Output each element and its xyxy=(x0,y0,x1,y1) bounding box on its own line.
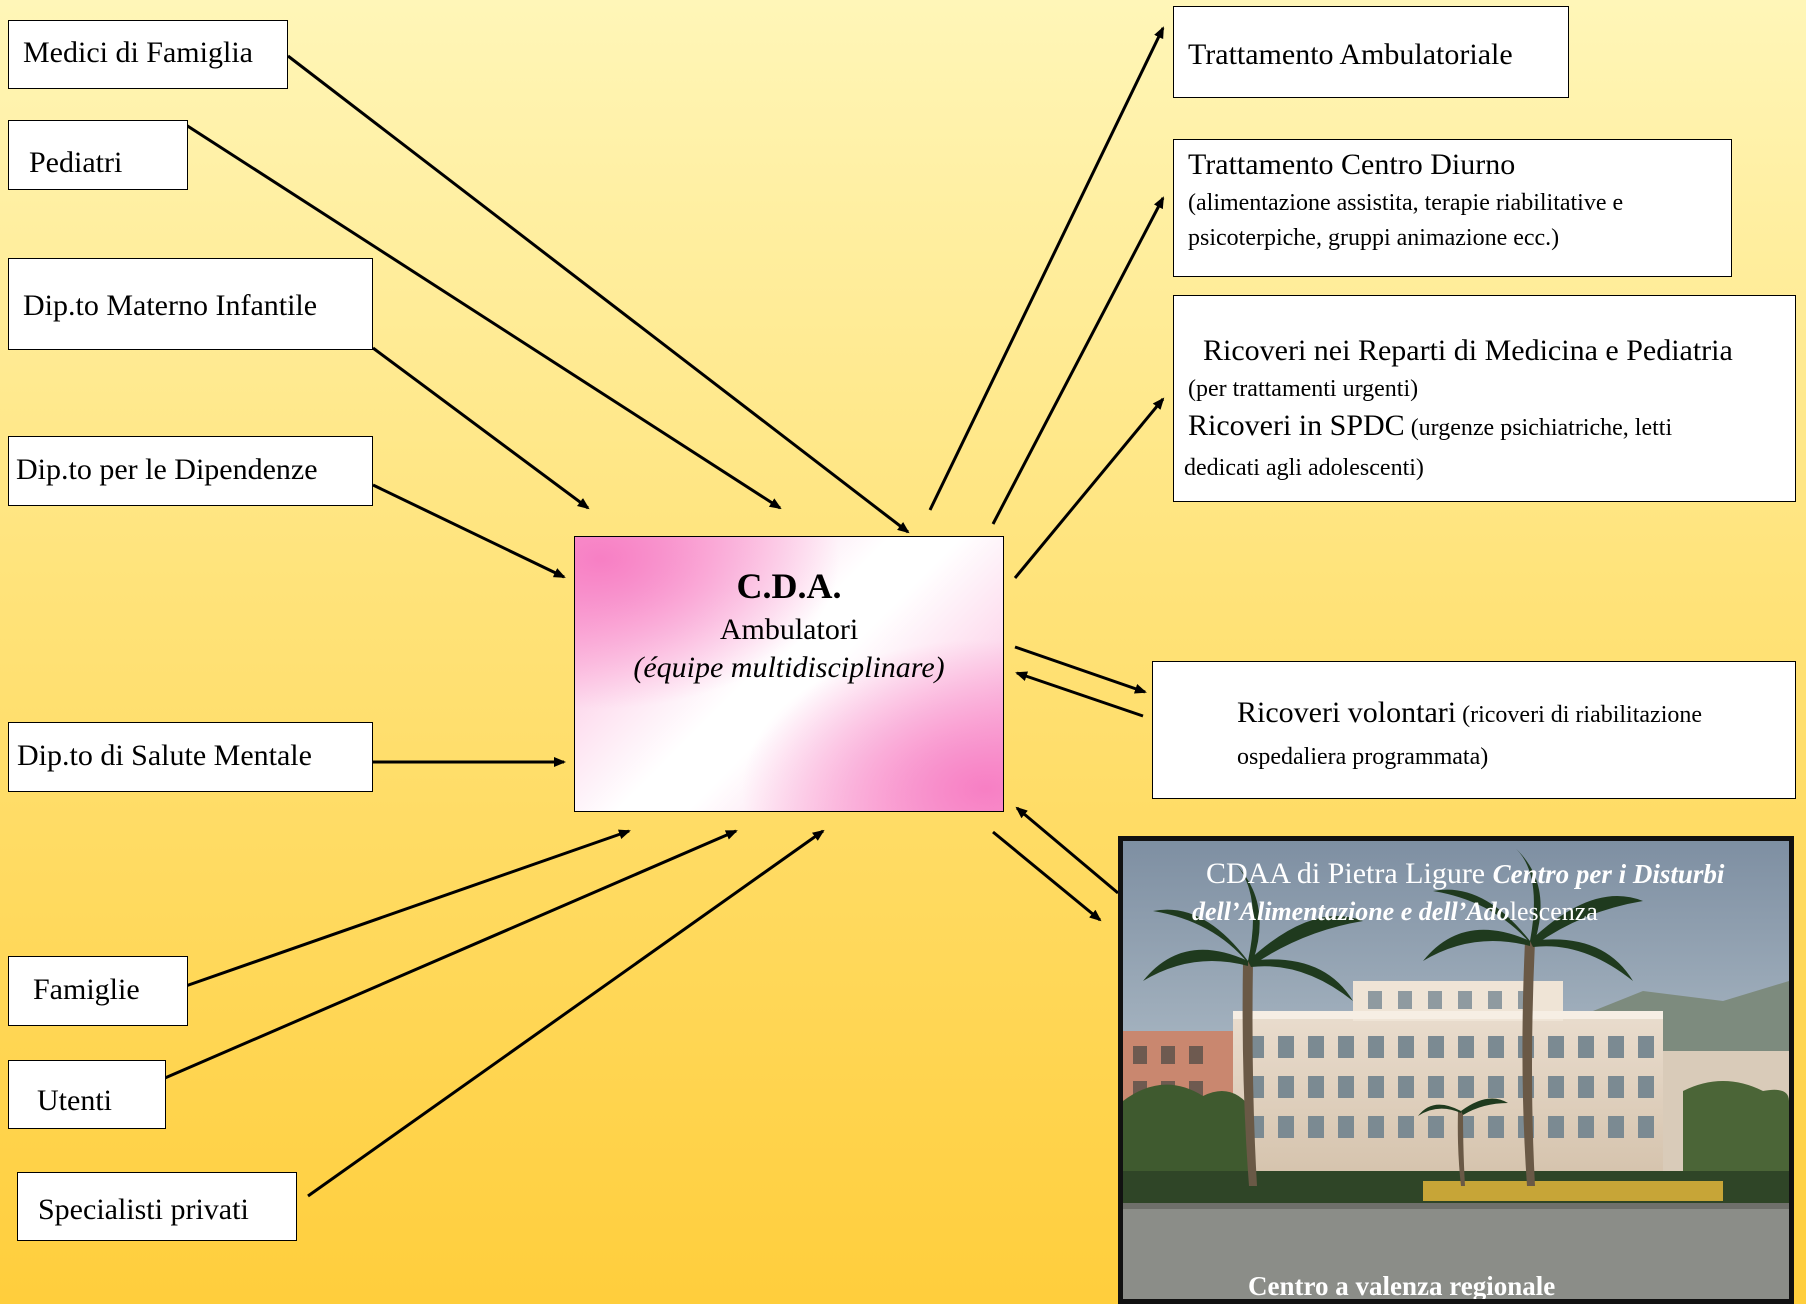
arrow-dipendenze xyxy=(372,483,566,579)
source-pediatri-label: Pediatri xyxy=(29,146,123,179)
cdaa-caption-line2-rest: lescenza xyxy=(1509,897,1598,926)
cda-center-box: C.D.A. Ambulatori (équipe multidisciplin… xyxy=(574,536,1004,812)
source-dipendenze-label: Dip.to per le Dipendenze xyxy=(16,453,318,486)
cdaa-footer: Centro a valenza regionale xyxy=(1248,1271,1556,1301)
source-utenti-label: Utenti xyxy=(37,1084,112,1117)
output-diurno-desc-1: (alimentazione assistita, terapie riabil… xyxy=(1188,190,1624,216)
source-medici-box: Medici di Famiglia xyxy=(8,20,288,89)
output-spdc-title: Ricoveri in SPDC xyxy=(1188,409,1405,442)
cdaa-caption-main: CDAA di Pietra Ligure xyxy=(1206,857,1493,890)
output-spdc-line: Ricoveri in SPDC (urgenze psichiatriche,… xyxy=(1188,407,1672,445)
output-spdc-desc-2: dedicati agli adolescenti) xyxy=(1184,455,1424,481)
arrow-specialisti xyxy=(307,829,825,1198)
source-specialisti-box: Specialisti privati xyxy=(17,1172,297,1241)
output-volontari-desc-2: ospedaliera programmata) xyxy=(1237,744,1489,770)
output-ricoveri-desc: (per trattamenti urgenti) xyxy=(1188,376,1419,402)
source-specialisti-label: Specialisti privati xyxy=(38,1193,249,1226)
source-pediatri-box: Pediatri xyxy=(8,120,188,190)
arrow-medici xyxy=(287,54,910,534)
cda-title: C.D.A. xyxy=(736,566,842,606)
arrow-from-cdaa xyxy=(1015,806,1119,895)
output-diurno-desc-2: psicoterpiche, gruppi animazione ecc.) xyxy=(1188,225,1560,251)
cdaa-caption-line1: CDAA di Pietra Ligure Centro per i Distu… xyxy=(1206,857,1724,891)
hospital-photo xyxy=(1123,841,1789,1299)
cdaa-caption-line2: dell’Alimentazione e dell’Adolescenza xyxy=(1192,897,1598,927)
output-diurno-box: Trattamento Centro Diurno (alimentazione… xyxy=(1173,139,1732,277)
arrow-from-volontari xyxy=(1015,671,1144,718)
cda-subtitle: Ambulatori xyxy=(719,613,859,646)
arrow-utenti xyxy=(157,829,738,1083)
source-famiglie-box: Famiglie xyxy=(8,956,188,1026)
output-ambulatoriale-box: Trattamento Ambulatoriale xyxy=(1173,6,1569,98)
source-materno-box: Dip.to Materno Infantile xyxy=(8,258,373,350)
arrow-to-ricoveri xyxy=(1013,397,1165,579)
arrow-to-cdaa xyxy=(992,830,1102,922)
output-spdc-desc-1: (urgenze psichiatriche, letti xyxy=(1404,415,1673,441)
source-salute-mentale-box: Dip.to di Salute Mentale xyxy=(8,722,373,792)
output-diurno-title: Trattamento Centro Diurno xyxy=(1188,148,1516,181)
arrow-famiglie xyxy=(179,829,631,990)
source-dipendenze-box: Dip.to per le Dipendenze xyxy=(8,436,373,506)
arrow-materno xyxy=(372,346,590,510)
output-volontari-line: Ricoveri volontari (ricoveri di riabilit… xyxy=(1237,694,1702,732)
output-volontari-box: Ricoveri volontari (ricoveri di riabilit… xyxy=(1152,661,1796,799)
source-salute-mentale-label: Dip.to di Salute Mentale xyxy=(17,739,312,772)
arrow-to-ambulatoriale xyxy=(928,26,1165,511)
cda-team: (équipe multidisciplinare) xyxy=(633,651,945,684)
arrow-pediatri xyxy=(185,123,782,510)
arrow-to-diurno xyxy=(991,196,1165,525)
source-materno-label: Dip.to Materno Infantile xyxy=(23,289,318,322)
output-ricoveri-box: Ricoveri nei Reparti di Medicina e Pedia… xyxy=(1173,295,1796,502)
output-volontari-desc-1: (ricoveri di riabilitazione xyxy=(1456,702,1703,728)
source-utenti-box: Utenti xyxy=(8,1060,166,1129)
output-ambulatoriale-label: Trattamento Ambulatoriale xyxy=(1188,38,1513,71)
cdaa-caption-line2-italic: dell’Alimentazione e dell’Ado xyxy=(1192,897,1510,926)
cdaa-caption-italic: Centro per i Disturbi xyxy=(1492,859,1725,889)
source-medici-label: Medici di Famiglia xyxy=(23,36,253,69)
arrow-to-volontari xyxy=(1014,645,1147,694)
cdaa-photo-panel: CDAA di Pietra Ligure Centro per i Distu… xyxy=(1118,836,1794,1304)
source-famiglie-label: Famiglie xyxy=(33,973,140,1006)
output-volontari-title: Ricoveri volontari xyxy=(1237,696,1457,729)
output-ricoveri-title: Ricoveri nei Reparti di Medicina e Pedia… xyxy=(1203,334,1733,367)
